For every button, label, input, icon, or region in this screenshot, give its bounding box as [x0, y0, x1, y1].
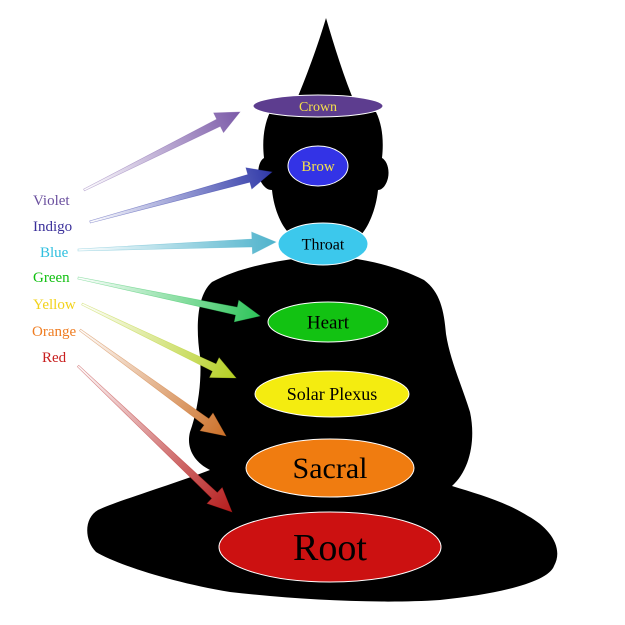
chakra-throat-ellipse	[277, 222, 369, 266]
arrows-layer	[76, 111, 277, 513]
chakra-heart-label: Heart	[307, 312, 350, 333]
arrow-orange	[78, 328, 227, 437]
chakra-crown-label: Crown	[299, 100, 337, 115]
chakra-brow-ellipse	[287, 145, 349, 187]
color-label-violet: Violet	[33, 193, 70, 209]
color-label-green: Green	[33, 270, 70, 286]
color-label-indigo: Indigo	[33, 219, 72, 235]
arrow-blue	[77, 231, 277, 255]
chakra-throat: Throat	[277, 222, 369, 266]
chakra-sacral-ellipse	[245, 438, 415, 498]
chakra-solar-plexus-ellipse	[254, 370, 410, 418]
color-label-blue: Blue	[40, 245, 69, 261]
chakra-solar-plexus: Solar Plexus	[254, 370, 410, 418]
chakra-brow-label: Brow	[301, 159, 335, 175]
chakra-brow: Brow	[287, 145, 349, 187]
arrow-yellow	[81, 302, 237, 379]
body	[87, 258, 558, 602]
chakra-crown: Crown	[252, 94, 384, 118]
chakra-root-ellipse	[218, 511, 442, 583]
chakra-heart: Heart	[267, 301, 389, 343]
color-label-red: Red	[42, 350, 67, 366]
chakra-root: Root	[218, 511, 442, 583]
chakra-sacral: Sacral	[245, 438, 415, 498]
arrow-indigo	[89, 167, 273, 224]
chakra-root-label: Root	[293, 527, 367, 569]
arrow-red	[76, 364, 233, 513]
chakra-solar-plexus-label: Solar Plexus	[287, 384, 378, 404]
chakra-crown-ellipse	[252, 94, 384, 118]
arrow-violet	[83, 111, 241, 192]
chakra-throat-label: Throat	[302, 236, 345, 253]
chakra-sacral-label: Sacral	[293, 452, 368, 485]
arrow-green	[77, 276, 261, 323]
color-label-yellow: Yellow	[33, 297, 76, 313]
chakra-heart-ellipse	[267, 301, 389, 343]
color-label-orange: Orange	[32, 324, 76, 340]
head-spire	[294, 18, 356, 106]
